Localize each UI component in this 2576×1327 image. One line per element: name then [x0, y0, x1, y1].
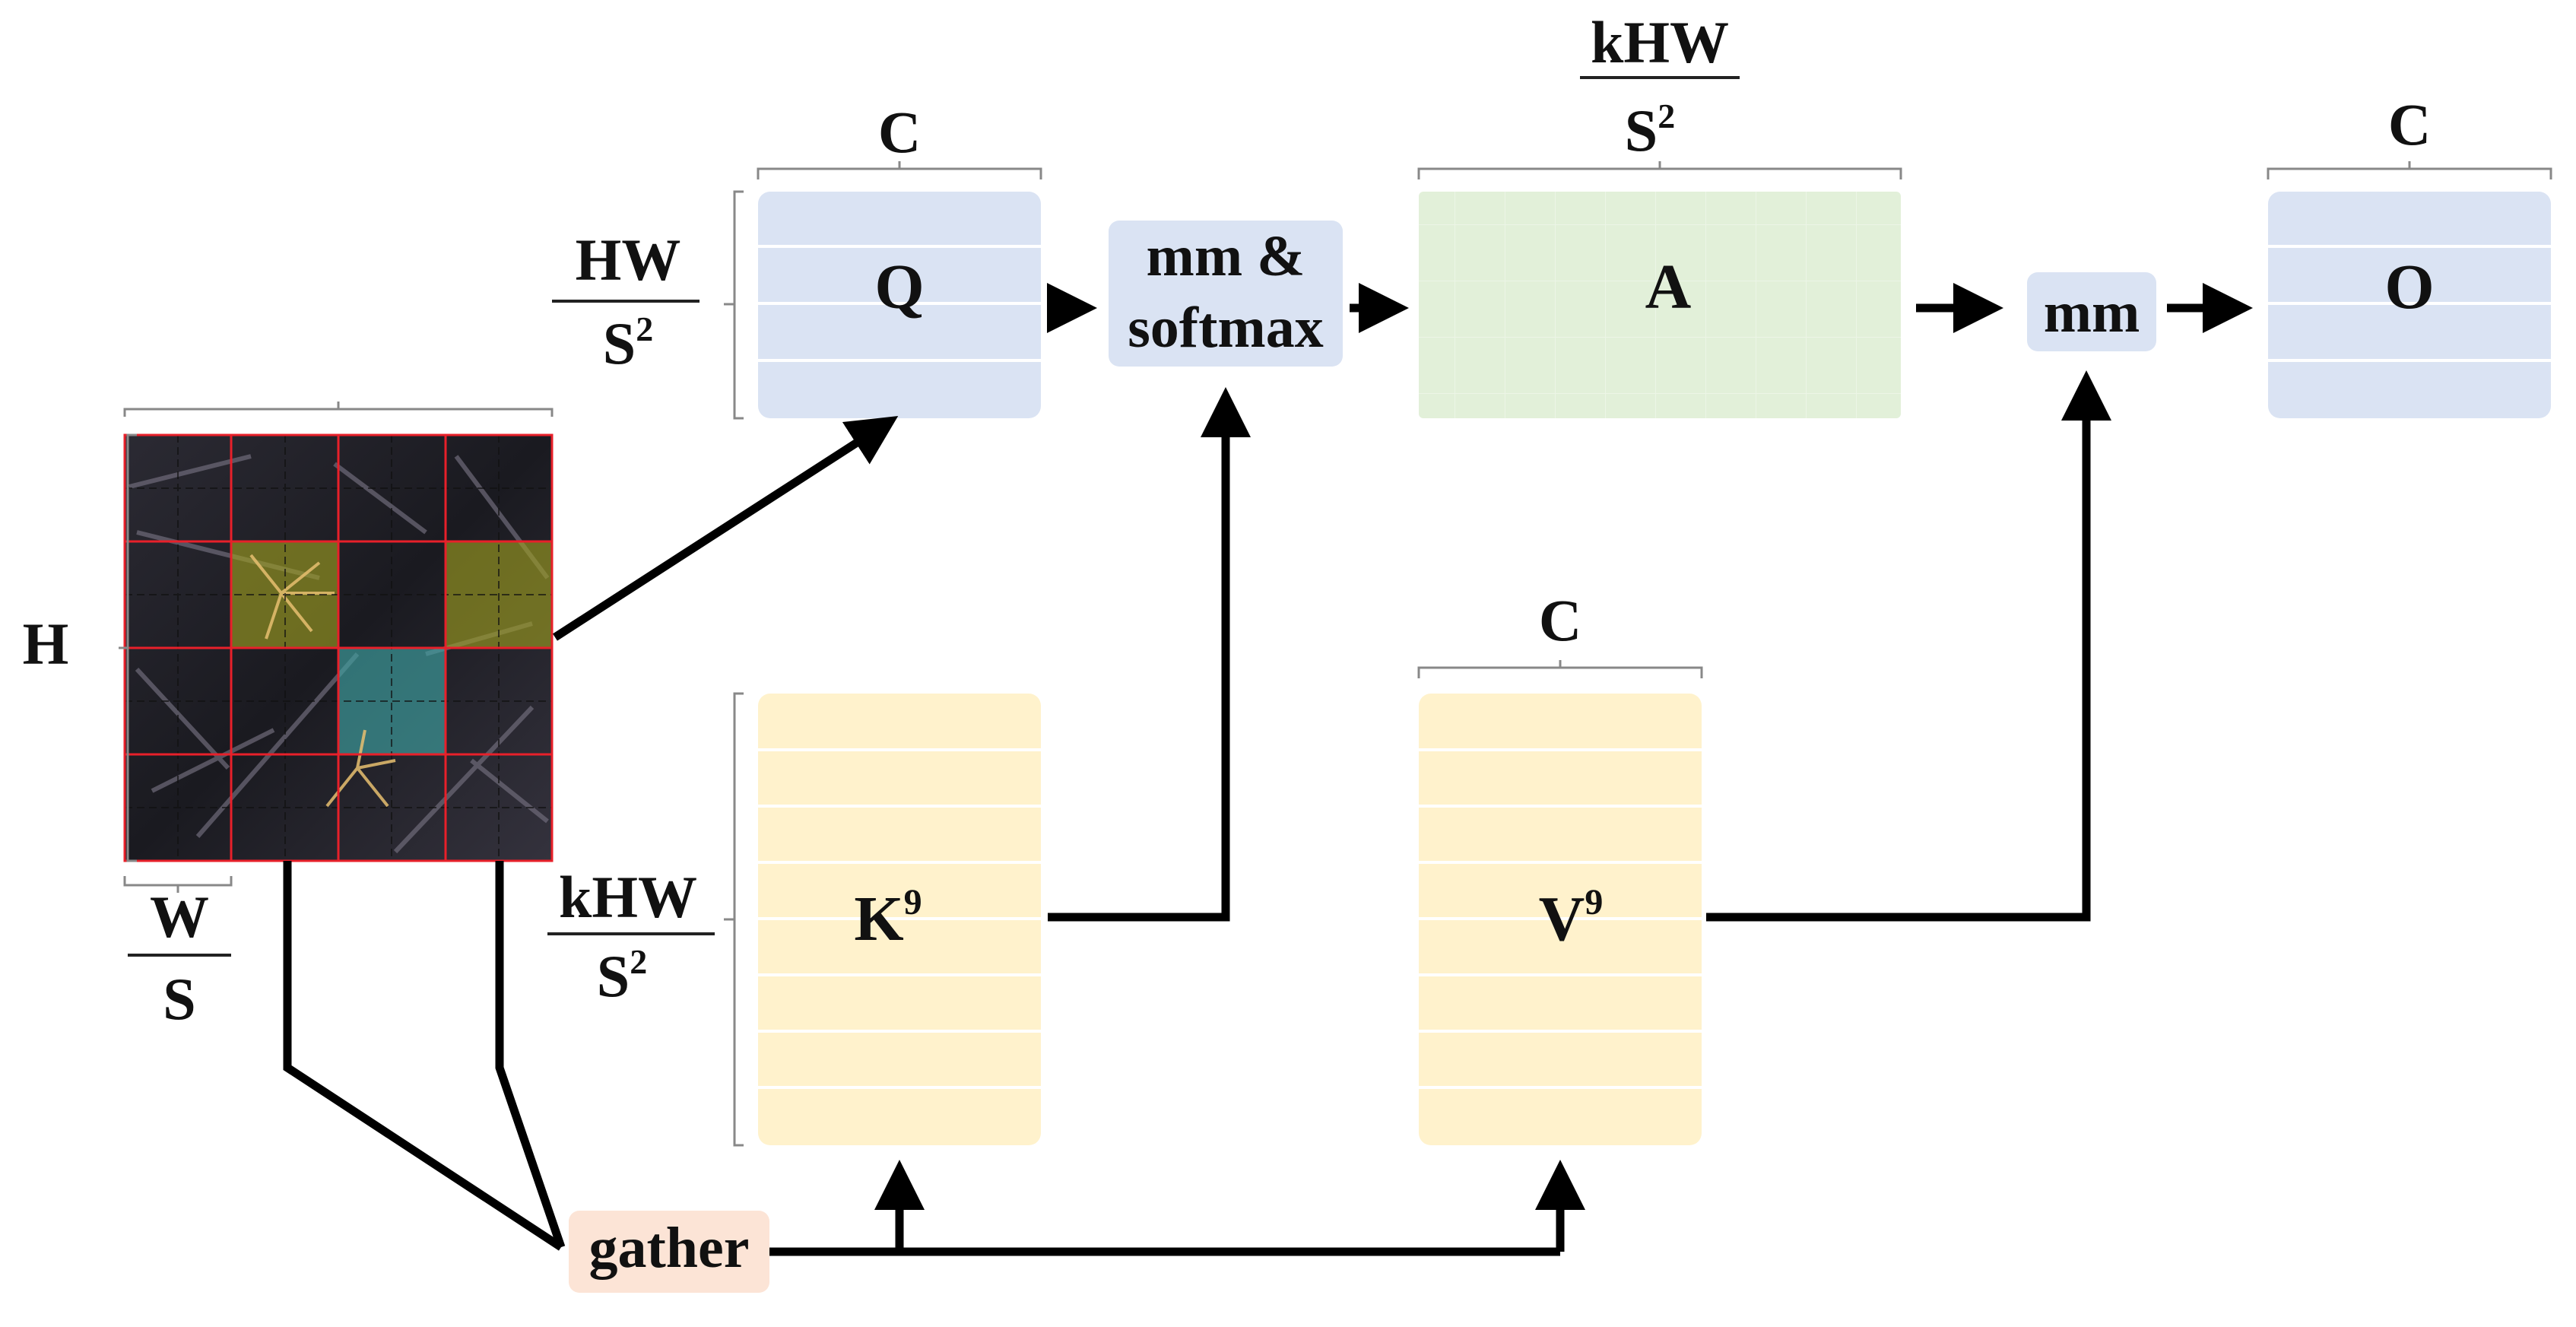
arrow-k-to-mmsoftmax: [1048, 387, 1251, 922]
k-block: [758, 694, 1041, 1145]
w-frac-numerator: W: [150, 884, 209, 950]
v-col-brace: [1417, 660, 1703, 678]
o-block: [2268, 192, 2551, 418]
region-grid: [123, 433, 554, 862]
k-row-frac-numerator: kHW: [559, 864, 697, 930]
mm-softmax-label-line1: mm &: [1147, 224, 1305, 288]
a-col-brace: [1417, 161, 1902, 179]
o-col-label: C: [2388, 91, 2431, 157]
mm-label: mm: [2044, 281, 2140, 344]
q-row-frac-numerator: HW: [576, 227, 681, 293]
image-left-brace: [119, 433, 137, 862]
v-col-label: C: [1539, 587, 1581, 653]
k-row-brace: [724, 692, 744, 1147]
line-image-to-gather-right: [495, 861, 566, 1249]
q-row-frac-denominator: S2: [603, 310, 653, 376]
q-block: [758, 192, 1041, 418]
mm-softmax-label-line2: softmax: [1128, 296, 1324, 360]
h-label: H: [23, 611, 69, 677]
a-label: A: [1645, 252, 1692, 322]
image-top-brace: [123, 402, 554, 417]
a-col-frac-denominator: S2: [1625, 97, 1675, 163]
k-label: K9: [854, 882, 922, 954]
q-label: Q: [874, 252, 924, 322]
o-col-brace: [2267, 161, 2552, 179]
image-subject: [249, 554, 396, 808]
k-row-frac-denominator: S2: [597, 942, 647, 1009]
q-col-brace: [757, 161, 1042, 179]
mm-softmax-op: [1109, 221, 1343, 367]
arrow-v-to-mm: [1706, 370, 2111, 922]
a-block: [1419, 192, 1901, 418]
line-image-to-gather-left: [283, 861, 564, 1251]
mm-op: [2027, 272, 2156, 351]
input-image: [123, 433, 554, 862]
gather-label: gather: [588, 1216, 749, 1280]
arrow-image-to-q: [553, 416, 899, 641]
q-col-label: C: [878, 99, 921, 165]
connectors: [283, 283, 2253, 1256]
gather-op: [569, 1211, 769, 1293]
o-label: O: [2384, 252, 2434, 322]
q-row-brace: [724, 190, 744, 420]
v-block: [1419, 694, 1702, 1145]
image-bottom-brace: [123, 876, 233, 893]
w-frac-denominator: S: [163, 966, 195, 1032]
v-label: V9: [1539, 882, 1604, 954]
a-col-frac-numerator: kHW: [1591, 9, 1729, 75]
